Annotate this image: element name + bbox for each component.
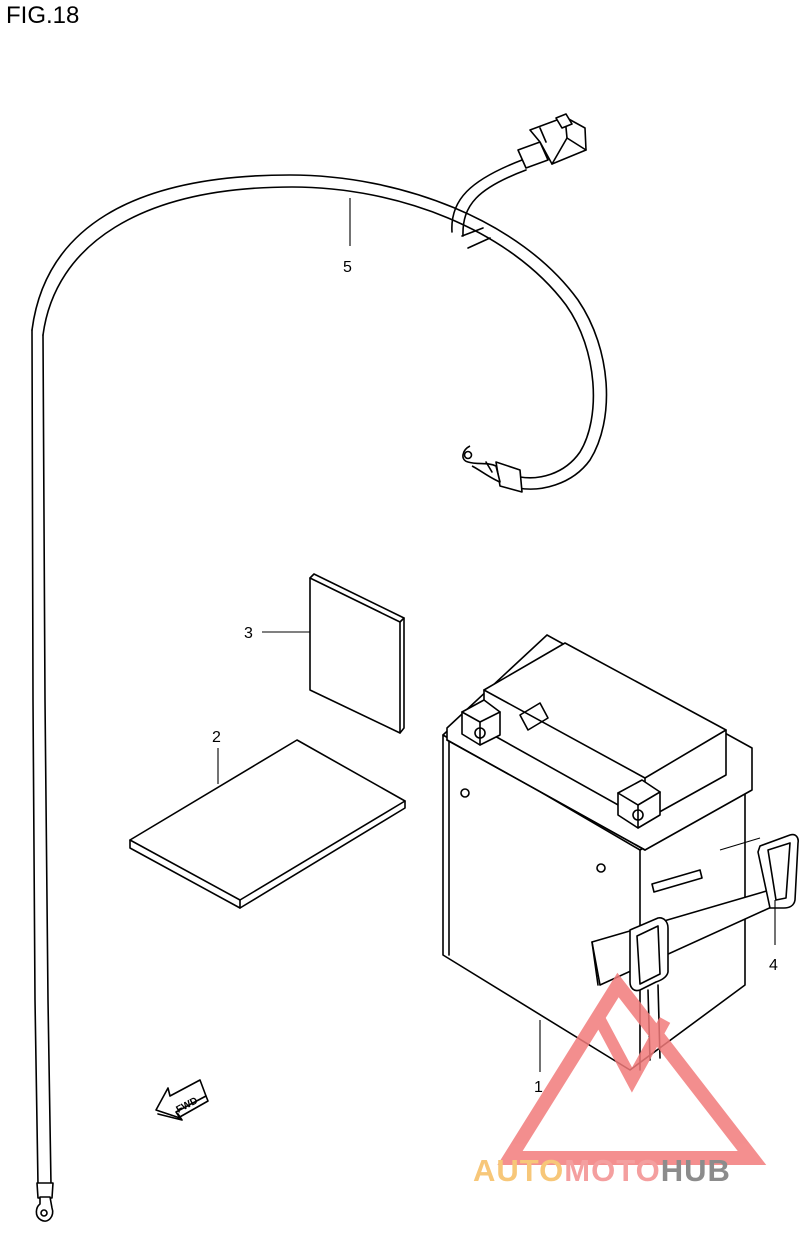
watermark-part-auto: AUTO xyxy=(473,1153,565,1188)
callout-1: 1 xyxy=(534,1079,543,1096)
watermark-part-moto: MOTO xyxy=(564,1153,661,1188)
battery-sheet-flat xyxy=(129,739,406,909)
battery-pad-upright xyxy=(262,573,405,734)
callout-5: 5 xyxy=(343,259,352,276)
battery xyxy=(442,634,761,1072)
lead-wire-harness xyxy=(31,113,608,1222)
watermark-part-hub: HUB xyxy=(660,1153,731,1188)
callout-3: 3 xyxy=(244,625,253,642)
callout-2: 2 xyxy=(212,729,221,746)
watermark-logo-icon xyxy=(497,972,767,1165)
fwd-arrow-icon: FWD xyxy=(155,1079,209,1121)
watermark-brand: AUTOMOTOHUB xyxy=(473,1153,731,1189)
figure-title: FIG.18 xyxy=(6,2,80,29)
battery-band xyxy=(591,833,799,1061)
callout-4: 4 xyxy=(769,957,778,974)
